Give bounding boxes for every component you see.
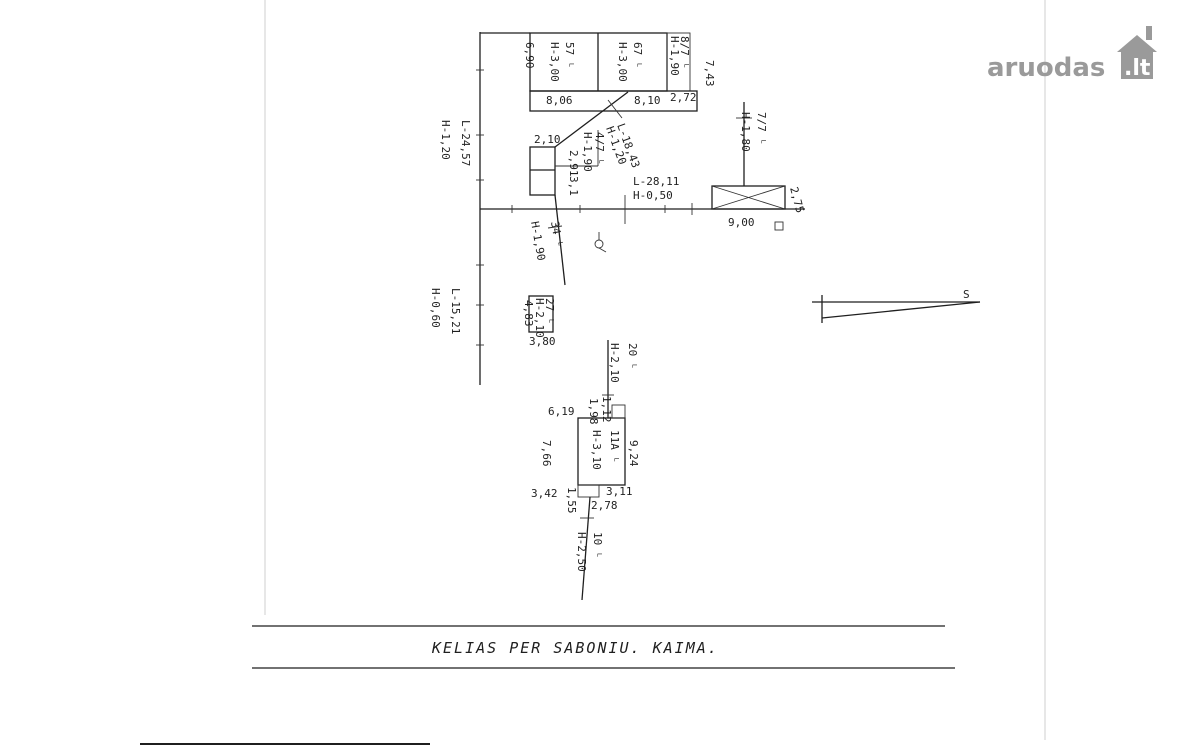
building-a — [529, 32, 698, 112]
small-box-dim-w: 3,80 — [529, 335, 556, 348]
small-box — [528, 295, 554, 333]
small-box-dim-h: 4,83 — [522, 300, 535, 327]
room2-label: 67 ᴸ — [631, 42, 644, 69]
watermark-tld: .lt — [1124, 56, 1151, 81]
tall-marker — [736, 102, 752, 186]
lower-line-height: H-0,60 — [429, 288, 442, 328]
dim-corner2: 2,72 — [670, 91, 697, 104]
shed-depth: 2,75 — [787, 185, 806, 214]
main-line-length: L-24,57 — [459, 120, 472, 166]
watermark-brand: aruodas — [987, 53, 1105, 83]
building-b-dim-top-mid: 1,98 — [587, 398, 600, 425]
marker-34 — [547, 194, 607, 286]
watermark-roof-icon — [1117, 35, 1157, 52]
tall-marker-height: H-1,80 — [739, 112, 752, 152]
block-label-a-height: H-1,90 — [581, 132, 594, 172]
tall-marker-label: 7/7 ᴸ — [755, 112, 768, 145]
block-dim-top: 2,10 — [534, 133, 561, 146]
dim-bottom-right: 8,10 — [634, 94, 661, 107]
building-b-dim-top-small: 1,12 — [600, 396, 613, 423]
side-line-length: L-28,11 — [633, 175, 679, 188]
width-left: 6,90 — [523, 42, 536, 69]
north-label: S — [963, 288, 970, 301]
room3-height: H-1,90 — [668, 36, 681, 76]
building-b-top-marker-height: H-2,10 — [608, 343, 621, 383]
road — [252, 625, 955, 669]
marker-34-label: 34 ᴸ — [548, 220, 565, 248]
building-b — [577, 340, 626, 601]
room1-height: H-3,00 — [548, 42, 561, 82]
north-arrow — [812, 295, 981, 323]
building-b-dim-bot-mid1: 1,55 — [565, 487, 578, 514]
road-label: KELIAS PER SABONIU. KAIMA. — [431, 639, 719, 657]
room3-label: 8/7 ᴸ — [678, 36, 691, 69]
small-box-height: H-2,10 — [533, 298, 546, 338]
shed — [711, 185, 786, 231]
building-b-height: H-3,10 — [590, 430, 603, 470]
dim-bottom-left: 8,06 — [546, 94, 573, 107]
building-b-dim-right: 9,24 — [627, 440, 640, 467]
dim-corner: 7,43 — [703, 60, 716, 87]
building-b-top-marker: 20 ᴸ — [626, 343, 639, 370]
block-label-a: 4/7 ᴸ — [593, 132, 606, 165]
room1-label: 57 ᴸ — [563, 42, 576, 69]
shed-width: 9,00 — [728, 216, 755, 229]
lower-line-length: L-15,21 — [449, 288, 462, 334]
building-b-dim-bot-left: 3,42 — [531, 487, 558, 500]
small-block — [529, 130, 599, 196]
marker-34-height: H-1,90 — [528, 220, 548, 261]
watermark-chimney-icon — [1146, 26, 1152, 40]
building-b-dim-top-left: 6,19 — [548, 405, 575, 418]
block-dim-low: 3,1 — [567, 176, 580, 196]
watermark-logo: aruodas .lt — [987, 26, 1157, 83]
block-dim-side: 2,91 — [567, 150, 580, 177]
main-line-height: H-1,20 — [439, 120, 452, 160]
small-box-label: 27 ᴸ — [543, 298, 556, 325]
building-b-dim-left: 7,66 — [540, 440, 553, 467]
room2-height: H-3,00 — [616, 42, 629, 82]
watermark-house-icon — [1121, 49, 1153, 79]
diagonal-boundary — [554, 91, 629, 148]
building-b-dim-bot-right: 3,11 — [606, 485, 633, 498]
building-b-label: 11A ᴸ — [608, 430, 621, 463]
building-b-bottom-marker-height: H-2,50 — [575, 532, 588, 572]
building-b-bottom-marker: 10 ᴸ — [591, 532, 604, 559]
side-line-height: H-0,50 — [633, 189, 673, 202]
building-b-dim-bot-mid2: 2,78 — [591, 499, 618, 512]
